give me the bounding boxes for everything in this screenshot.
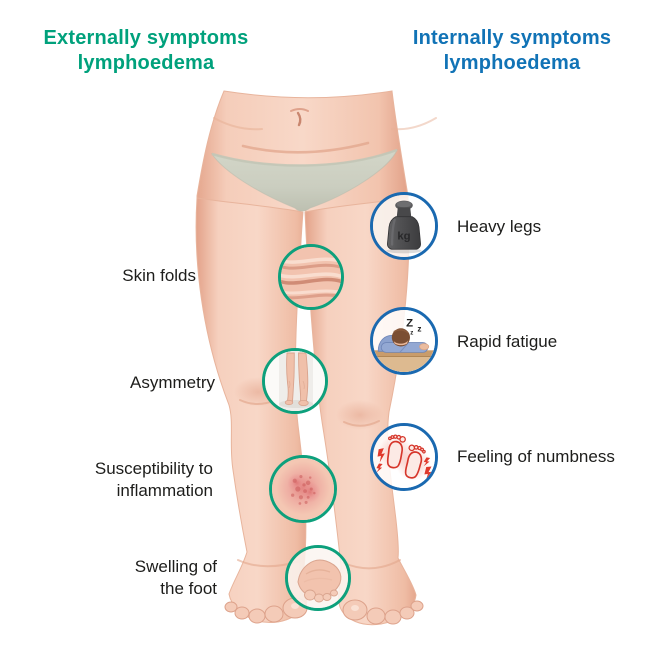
numbness-circle <box>370 423 438 491</box>
right-leg <box>304 197 424 626</box>
label-text: Skin folds <box>122 266 196 285</box>
heading-line: Externally symptoms <box>43 27 249 49</box>
asymmetric-legs-icon <box>265 351 325 411</box>
numb-feet-icon <box>373 426 435 488</box>
numbness-label: Feeling of numbness <box>457 446 615 468</box>
label-text: Rapid fatigue <box>457 332 558 351</box>
kg-label: kg <box>397 230 410 242</box>
label-text: the foot <box>160 579 217 598</box>
swelling-foot-label: Swelling of the foot <box>135 556 217 600</box>
label-text: Feeling of numbness <box>457 447 615 466</box>
inflamed-skin-icon <box>272 458 334 520</box>
rapid-fatigue-circle: Z z z <box>370 307 438 375</box>
zzz-letter: Z <box>406 318 413 330</box>
zzz-letter: z <box>410 329 413 336</box>
heavy-legs-label: Heavy legs <box>457 216 541 238</box>
external-symptoms-heading: Externally symptoms lymphoedema <box>14 26 278 76</box>
heavy-legs-circle: kg <box>370 192 438 260</box>
asymmetry-label: Asymmetry <box>130 372 215 394</box>
heading-line: lymphoedema <box>77 52 215 74</box>
rapid-fatigue-label: Rapid fatigue <box>457 331 557 353</box>
label-text: Swelling of <box>134 557 217 576</box>
sleeping-person-icon: Z z z <box>373 310 435 372</box>
asymmetry-circle <box>262 348 328 414</box>
inflammation-label: Susceptibility to inflammation <box>95 458 213 502</box>
label-text: inflammation <box>116 481 213 500</box>
label-text: Heavy legs <box>457 217 542 236</box>
skin-folds-circle <box>278 244 344 310</box>
weight-icon: kg <box>373 195 435 257</box>
swollen-foot-circle <box>285 545 351 611</box>
heading-line: lymphoedema <box>443 52 581 74</box>
underwear <box>210 148 398 212</box>
swollen-foot-icon <box>288 548 348 608</box>
label-text: Asymmetry <box>130 373 215 392</box>
lightning-bolt-icon <box>376 448 433 481</box>
skin-folds-detail-icon <box>281 247 341 307</box>
zzz-letter: z <box>417 325 421 334</box>
inflammation-circle <box>269 455 337 523</box>
heading-line: Internally symptoms <box>412 27 612 49</box>
internal-symptoms-heading: Internally symptoms lymphoedema <box>380 26 644 76</box>
skin-folds-label: Skin folds <box>122 265 196 287</box>
label-text: Susceptibility to <box>94 459 213 478</box>
